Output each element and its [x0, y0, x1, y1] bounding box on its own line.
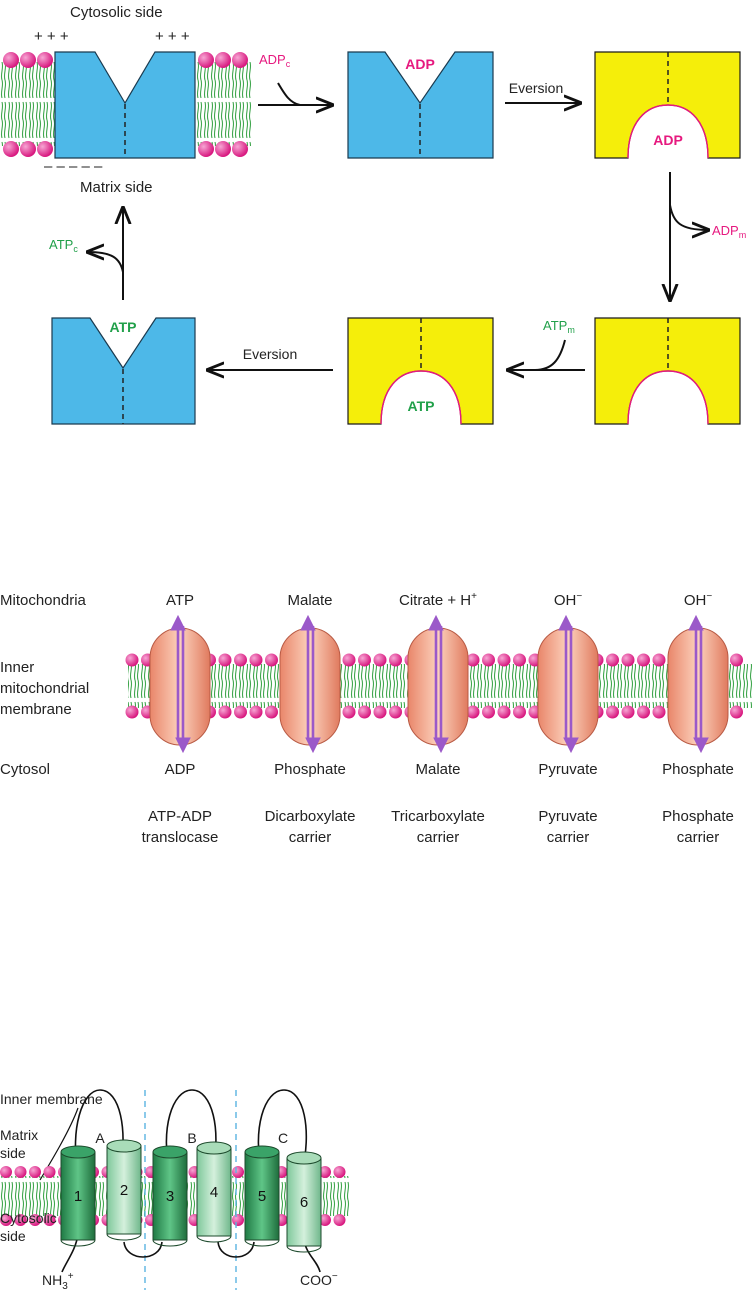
- carrier-top-label: Citrate + H+: [399, 591, 477, 609]
- helix-list: 1 2 3 4 5 6: [60, 1139, 322, 1253]
- matrix-side-2: side: [0, 1145, 26, 1161]
- helix-number: 4: [210, 1184, 218, 1201]
- carrier-name-1: Pyruvate: [538, 808, 597, 825]
- helix-number: 6: [300, 1194, 308, 1211]
- helix-number: 1: [74, 1188, 82, 1205]
- coo-terminus-label: COO−: [300, 1271, 338, 1288]
- helix-2: 2: [106, 1139, 142, 1241]
- atp-m-label: ATPm: [543, 318, 575, 335]
- carrier-name-1: Tricarboxylate: [391, 808, 485, 825]
- carrier-name-1: Dicarboxylate: [265, 808, 356, 825]
- atp-inside-label: ATP: [408, 398, 435, 414]
- cytosolic-side-label: Cytosolic side: [70, 4, 163, 21]
- carrier-name-2: carrier: [547, 829, 590, 846]
- carrier-bottom-label: Malate: [415, 761, 460, 778]
- carrier-name-2: translocase: [142, 829, 219, 846]
- inner-membrane-label: Inner membrane: [0, 1091, 103, 1107]
- bilayer-left: [0, 52, 55, 157]
- mitochondria-label: Mitochondria: [0, 592, 87, 609]
- matrix-side-1: Matrix: [0, 1127, 38, 1143]
- top-cycle-panel: Cytosolic side + + + + + + – – – – – Mat…: [0, 4, 746, 425]
- helix-number: 5: [258, 1188, 266, 1205]
- helix-6: 6: [286, 1151, 322, 1253]
- eversion-2-label: Eversion: [243, 346, 297, 362]
- loop-b-label: B: [187, 1130, 196, 1146]
- plus-right-label: + + +: [155, 28, 190, 45]
- adp-c-label: ADPc: [259, 52, 291, 69]
- loop-a-label: A: [95, 1130, 105, 1146]
- cytosol-label: Cytosol: [0, 761, 50, 778]
- helix-1: 1: [60, 1145, 96, 1247]
- carrier-bottom-label: ADP: [165, 761, 196, 778]
- carrier-top-label: OH−: [554, 591, 583, 609]
- bilayer-right: [197, 52, 252, 157]
- atp-top-label: ATP: [110, 319, 137, 335]
- carrier-panel: Mitochondria Inner mitochondrial membran…: [0, 591, 753, 846]
- carrier-bottom-label: Pyruvate: [538, 761, 597, 778]
- adp-inside-label: ADP: [653, 132, 683, 148]
- atp-c-label: ATPc: [49, 237, 78, 254]
- helix-5: 5: [244, 1145, 280, 1247]
- helix-4: 4: [196, 1141, 232, 1243]
- carrier-top-label: Malate: [287, 592, 332, 609]
- inner-label-1: Inner: [0, 659, 34, 676]
- helix-3: 3: [152, 1145, 188, 1247]
- inner-label-2: mitochondrial: [0, 680, 89, 697]
- carrier-top-label: OH−: [684, 591, 713, 609]
- helix-number: 2: [120, 1182, 128, 1199]
- carrier-top-label: ATP: [166, 592, 194, 609]
- minus-signs-label: – – – – –: [44, 158, 103, 175]
- eversion-1-label: Eversion: [509, 80, 563, 96]
- adp-m-label: ADPm: [712, 223, 746, 240]
- inner-label-3: membrane: [0, 701, 72, 718]
- carrier-name-2: carrier: [289, 829, 332, 846]
- carrier-bottom-label: Phosphate: [274, 761, 346, 778]
- plus-left-label: + + +: [34, 28, 69, 45]
- carrier-name-1: Phosphate: [662, 808, 734, 825]
- nh3-terminus-label: NH3+: [42, 1271, 74, 1290]
- carrier-list: ATPADPATP-ADPtranslocaseMalatePhosphateD…: [142, 591, 734, 846]
- loop-c-label: C: [278, 1130, 288, 1146]
- carrier-bottom-label: Phosphate: [662, 761, 734, 778]
- cytosolic-side-2: side: [0, 1228, 26, 1244]
- carrier-1: ATP ADP ATP-ADP translocase: [142, 592, 219, 846]
- carrier-name-1: ATP-ADP: [148, 808, 212, 825]
- cytosolic-side-1: Cytosolic: [0, 1210, 57, 1226]
- adp-bound-label: ADP: [405, 56, 435, 72]
- helix-number: 3: [166, 1188, 174, 1205]
- carrier-name-2: carrier: [677, 829, 720, 846]
- matrix-side-label: Matrix side: [80, 179, 153, 196]
- carrier-name-2: carrier: [417, 829, 460, 846]
